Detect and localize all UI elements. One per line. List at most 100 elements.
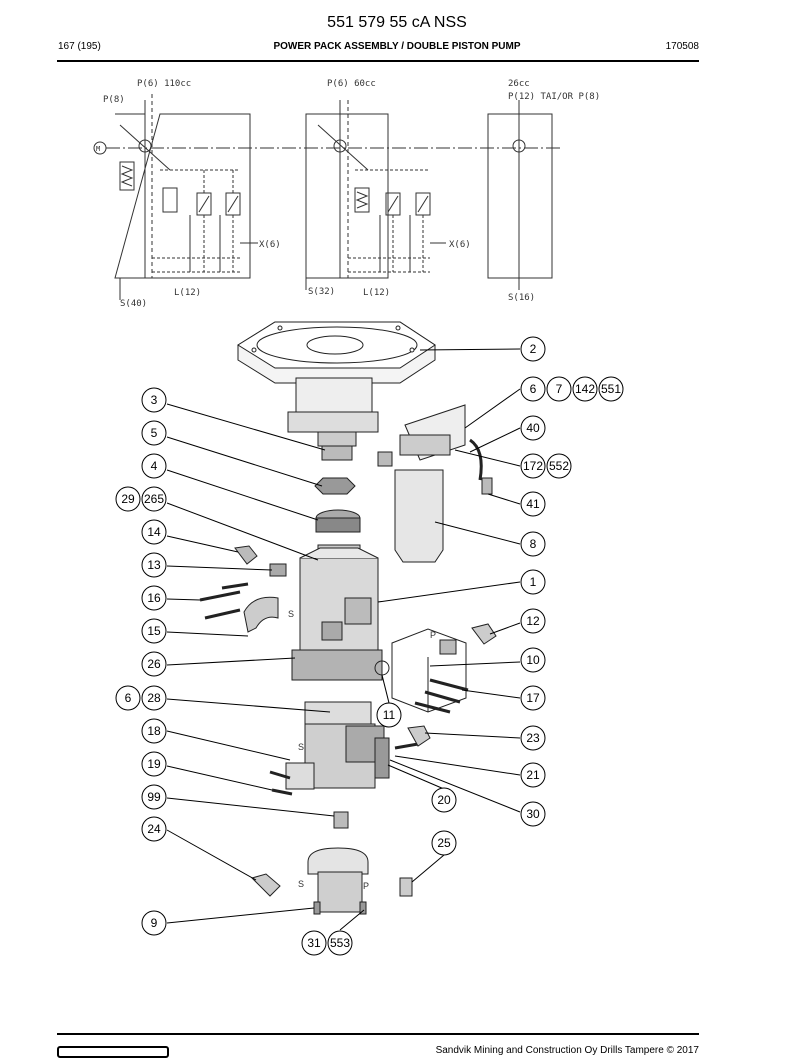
svg-text:40: 40: [526, 421, 540, 435]
svg-text:552: 552: [549, 459, 569, 473]
callout-41: 41: [520, 491, 546, 517]
svg-text:28: 28: [147, 691, 161, 705]
callout-5: 5: [141, 420, 167, 446]
label-p6-60cc: P(6) 60cc: [327, 79, 376, 89]
callout-551: 551: [598, 376, 624, 402]
date-code: 170508: [665, 41, 699, 52]
svg-text:1: 1: [530, 575, 537, 589]
callout-26: 26: [141, 651, 167, 677]
flange-plate: [237, 321, 436, 384]
callout-14: 14: [141, 519, 167, 545]
svg-text:551: 551: [601, 382, 621, 396]
label-l12-first: L(12): [174, 288, 201, 298]
label-26cc: 26cc: [508, 79, 530, 89]
svg-text:26: 26: [147, 657, 161, 671]
callout-19: 19: [141, 751, 167, 777]
leader-lines: [166, 348, 521, 931]
port-s-second: S: [298, 742, 304, 752]
label-l12-second: L(12): [363, 288, 390, 298]
callout-10: 10: [520, 647, 546, 673]
svg-text:14: 14: [147, 525, 161, 539]
callout-30: 30: [520, 801, 546, 827]
svg-text:21: 21: [526, 768, 540, 782]
second-piston-pump: [269, 701, 431, 796]
svg-text:24: 24: [147, 822, 161, 836]
port-s-gear: S: [298, 879, 304, 889]
clamp: [199, 582, 279, 633]
callout-20: 20: [431, 787, 457, 813]
svg-text:10: 10: [526, 653, 540, 667]
callout-553: 553: [327, 930, 353, 956]
pump-housing: [287, 377, 379, 461]
schematic-labels: P(6) 110cc P(6) 60cc 26cc P(12) TAI/OR P…: [96, 79, 600, 309]
coupling: [314, 477, 361, 533]
callout-29: 29: [115, 486, 141, 512]
callout-23: 23: [520, 725, 546, 751]
hydraulic-schematic: [93, 94, 560, 300]
callout-99: 99: [141, 784, 167, 810]
callouts: 2 6 7 142 551 3 40 5 172 552 4 41 29 265…: [115, 336, 624, 956]
svg-text:20: 20: [437, 793, 451, 807]
svg-text:29: 29: [121, 492, 135, 506]
label-p8: P(8): [103, 95, 125, 105]
callout-31: 31: [301, 930, 327, 956]
svg-text:41: 41: [526, 497, 540, 511]
callout-9: 9: [141, 910, 167, 936]
port-p-gear: P: [363, 881, 369, 891]
footer-copyright: Sandvik Mining and Construction Oy Drill…: [435, 1045, 699, 1056]
label-s32: S(32): [308, 287, 335, 297]
port-labels: S P S S P: [288, 609, 436, 891]
callout-6: 6: [520, 376, 546, 402]
callout-142: 142: [572, 376, 598, 402]
svg-text:9: 9: [151, 916, 158, 930]
svg-text:16: 16: [147, 591, 161, 605]
callout-1: 1: [520, 569, 546, 595]
gear-pump: [307, 847, 369, 915]
document-number: 551 579 55 cA NSS: [327, 14, 467, 31]
svg-text:8: 8: [530, 537, 537, 551]
svg-text:5: 5: [151, 426, 158, 440]
callout-25: 25: [431, 830, 457, 856]
svg-text:3: 3: [151, 393, 158, 407]
svg-text:17: 17: [526, 691, 540, 705]
svg-text:18: 18: [147, 724, 161, 738]
svg-text:6: 6: [530, 382, 537, 396]
callout-16: 16: [141, 585, 167, 611]
callout-172: 172: [520, 453, 546, 479]
label-s40: S(40): [120, 299, 147, 309]
callout-2: 2: [520, 336, 546, 362]
label-p6-110cc: P(6) 110cc: [137, 79, 191, 89]
svg-text:23: 23: [526, 731, 540, 745]
filter-assembly: [377, 404, 493, 563]
callout-6-lower: 6: [115, 685, 141, 711]
callout-552: 552: [546, 453, 572, 479]
svg-text:172: 172: [523, 459, 543, 473]
callout-17: 17: [520, 685, 546, 711]
footer-rule: [57, 1033, 699, 1035]
callout-24: 24: [141, 816, 167, 842]
svg-text:25: 25: [437, 836, 451, 850]
callout-4: 4: [141, 453, 167, 479]
fitting-25: [399, 877, 413, 897]
svg-text:7: 7: [556, 382, 563, 396]
callout-28: 28: [141, 685, 167, 711]
callout-40: 40: [520, 415, 546, 441]
callout-3: 3: [141, 387, 167, 413]
callout-265: 265: [141, 486, 167, 512]
svg-text:13: 13: [147, 558, 161, 572]
label-x6-second: X(6): [449, 240, 471, 250]
coupling-sleeve: [333, 811, 349, 829]
svg-text:30: 30: [526, 807, 540, 821]
svg-text:99: 99: [147, 790, 161, 804]
svg-text:19: 19: [147, 757, 161, 771]
label-s16: S(16): [508, 293, 535, 303]
fittings-left: [234, 545, 287, 577]
svg-text:265: 265: [144, 492, 164, 506]
callout-11: 11: [376, 702, 402, 728]
motor-symbol-label: M: [96, 145, 100, 153]
svg-text:6: 6: [125, 691, 132, 705]
callout-12: 12: [520, 608, 546, 634]
callout-18: 18: [141, 718, 167, 744]
valve-block: [374, 623, 497, 714]
